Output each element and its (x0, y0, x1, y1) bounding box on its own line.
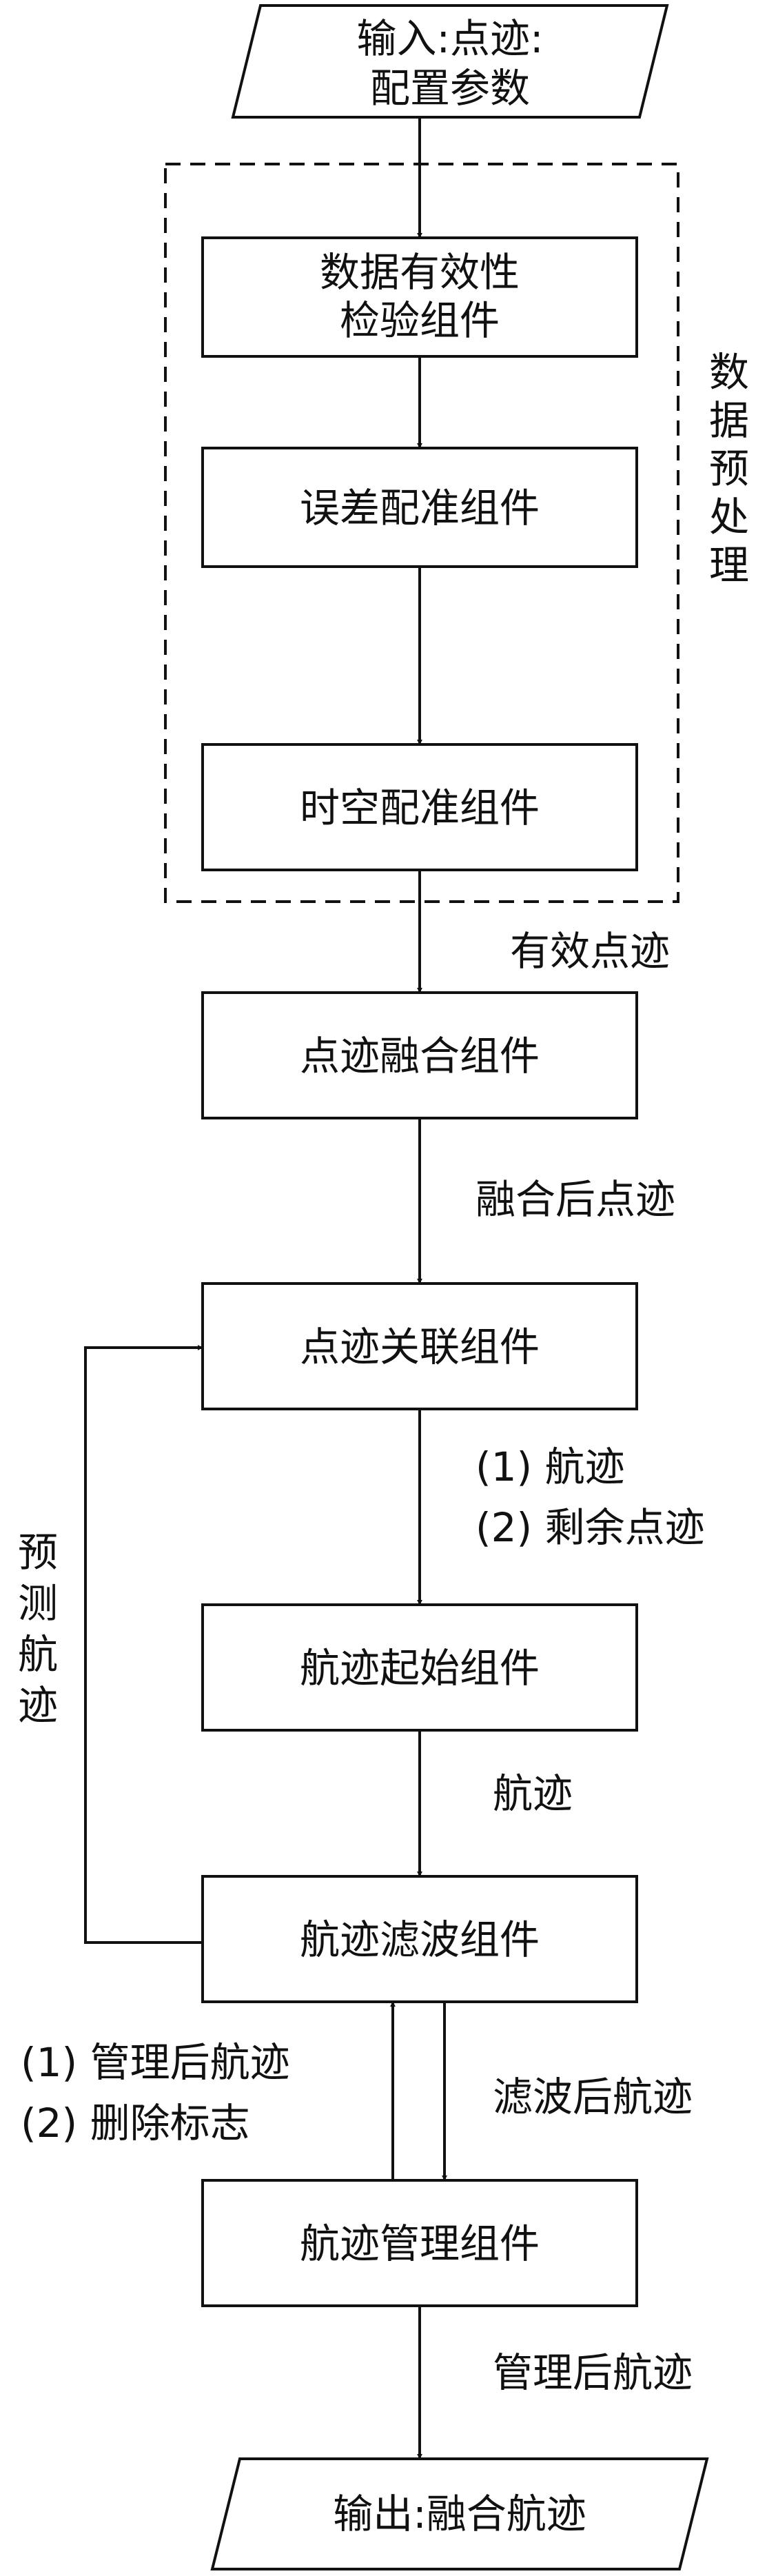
edge-label-management-back-2: (2) 删除标志 (21, 2100, 250, 2147)
preprocess-label-char-1: 数 (709, 349, 749, 396)
output-node: 输出:融合航迹 (210, 2457, 709, 2570)
track-initiation-box: 航迹起始组件 (201, 1603, 638, 1732)
predicted-track-char-4: 迹 (18, 1682, 58, 1729)
spatiotemporal-registration-box: 时空配准组件 (201, 743, 638, 871)
edge-label-association-output-2: (2) 剩余点迹 (475, 1504, 705, 1551)
predicted-track-char-3: 航 (18, 1631, 58, 1678)
preprocess-label-char-2: 据 (709, 397, 749, 444)
preprocess-group-label: 数 据 预 处 理 (709, 349, 749, 589)
validity-label-line1: 数据有效性 (320, 249, 520, 296)
plot-association-label: 点迹关联组件 (300, 1324, 540, 1370)
edge-label-fused-plots: 融合后点迹 (475, 1176, 675, 1223)
preprocess-label-char-3: 预 (709, 445, 749, 492)
preprocess-label-char-5: 理 (709, 542, 749, 589)
plot-fusion-box: 点迹融合组件 (201, 991, 638, 1119)
preprocess-label-char-4: 处 (709, 494, 749, 540)
track-management-label: 航迹管理组件 (300, 2220, 540, 2267)
output-label: 输出:融合航迹 (333, 2491, 586, 2537)
edge-label-valid-plots: 有效点迹 (510, 928, 670, 975)
track-filtering-label: 航迹滤波组件 (300, 1916, 540, 1963)
input-label-line2: 配置参数 (370, 65, 530, 112)
edge-label-association-output-1: (1) 航迹 (475, 1443, 625, 1490)
error-registration-box: 误差配准组件 (201, 447, 638, 568)
spatiotemporal-registration-label: 时空配准组件 (300, 784, 540, 831)
predicted-track-char-1: 预 (18, 1529, 58, 1576)
edge-label-track: 航迹 (493, 1770, 573, 1817)
track-management-box: 航迹管理组件 (201, 2179, 638, 2307)
error-registration-label: 误差配准组件 (300, 485, 540, 531)
plot-fusion-label: 点迹融合组件 (300, 1033, 540, 1079)
validity-check-box: 数据有效性 检验组件 (201, 236, 638, 358)
preprocess-group-border (164, 163, 679, 903)
edge-label-predicted-track: 预 测 航 迹 (18, 1529, 58, 1729)
edge-label-management-back-1: (1) 管理后航迹 (21, 2039, 290, 2086)
input-label-line1: 输入:点迹: (356, 15, 543, 62)
arrow-predicted-track-feedback (84, 1345, 203, 1944)
track-filtering-box: 航迹滤波组件 (201, 1875, 638, 2003)
input-node: 输入:点迹: 配置参数 (231, 4, 669, 119)
validity-label-line2: 检验组件 (340, 297, 500, 344)
predicted-track-char-2: 测 (18, 1580, 58, 1627)
edge-label-managed-track: 管理后航迹 (493, 2349, 693, 2396)
track-initiation-label: 航迹起始组件 (300, 1645, 540, 1692)
plot-association-box: 点迹关联组件 (201, 1282, 638, 1410)
edge-label-filtered-track: 滤波后航迹 (493, 2073, 693, 2120)
